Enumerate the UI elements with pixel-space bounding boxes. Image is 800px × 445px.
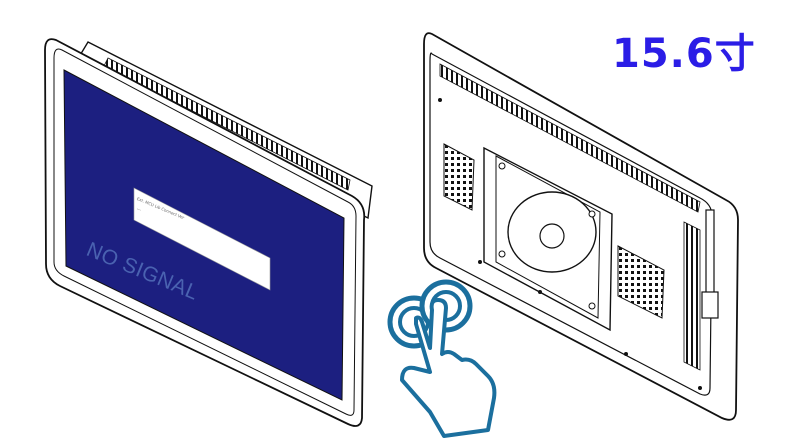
screen-dialog-box [133, 187, 271, 291]
front-monitor-top-vent [103, 57, 351, 191]
rear-monitor-top-vent [439, 63, 701, 213]
rear-left-speaker-grille [443, 143, 475, 211]
touch-gesture-icon [387, 279, 497, 438]
screen-size-label: 15.6寸 [612, 31, 756, 77]
rear-side-vent [683, 221, 701, 371]
vesa-mount-plate [483, 146, 613, 332]
front-monitor [44, 38, 373, 427]
rear-antenna [701, 209, 719, 319]
rear-monitor [423, 32, 739, 421]
rear-right-speaker-grille [617, 245, 665, 319]
